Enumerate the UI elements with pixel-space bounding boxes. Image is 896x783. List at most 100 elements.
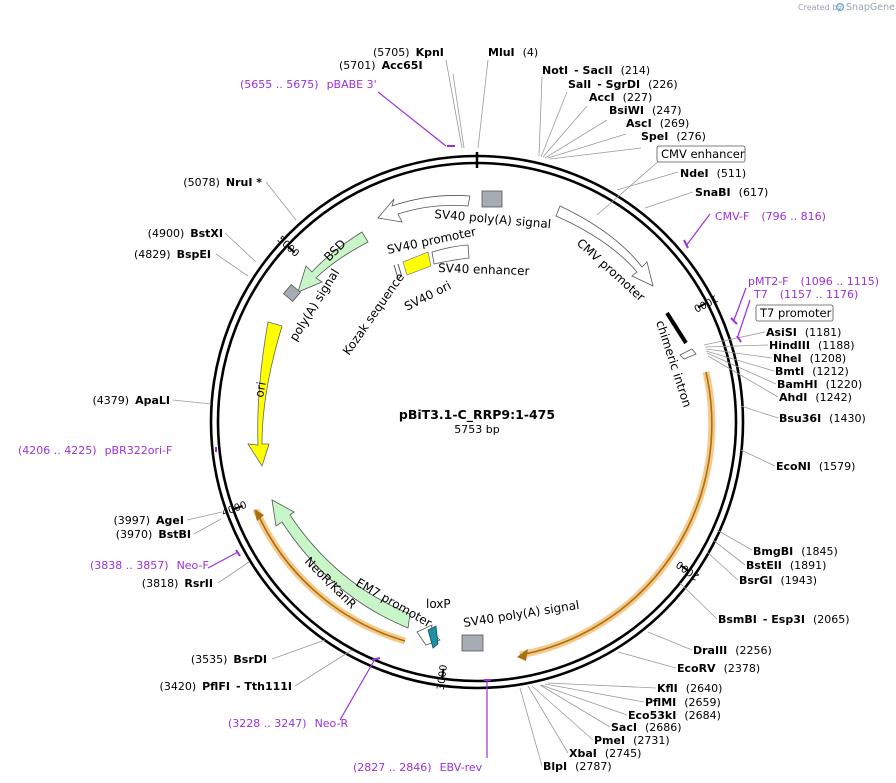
- tick-5000: [286, 245, 296, 254]
- site-pos: (2065): [813, 613, 850, 626]
- site-label-bsteii: BstEII(1891): [746, 559, 826, 572]
- label-chimeric-intron: chimeric intron: [653, 319, 694, 409]
- backbone-inner-ring: [216, 161, 738, 683]
- site-label-bstxi: (4900)BstXI: [148, 227, 223, 240]
- site-pos: (1430): [829, 412, 866, 425]
- label-sv40-polya-bottom: SV40 poly(A) signal: [462, 598, 580, 630]
- site-pos: (617): [739, 186, 769, 199]
- site-name: PmeI: [594, 734, 625, 747]
- tick-2000: [680, 564, 690, 572]
- site-label-noti: NotI- SacII(214): [542, 64, 650, 77]
- primer-range: (2827 .. 2846): [353, 761, 432, 774]
- site-label-bstbi: (3970)BstBI: [116, 528, 191, 541]
- site-name: KpnI: [416, 46, 444, 59]
- site-alt-name: - Tth111I: [236, 680, 292, 693]
- site-pos: (1181): [805, 326, 842, 339]
- plasmid-name: pBiT3.1-C_RRP9:1-475: [399, 407, 555, 423]
- site-label-bmgbi: BmgBI(1845): [753, 545, 838, 558]
- primer-range: (5655 .. 5675): [240, 78, 319, 91]
- site-name: BamHI: [777, 378, 818, 391]
- svg-text:T7 promoter: T7 promoter: [759, 306, 832, 320]
- site-pos: (4829): [134, 248, 171, 261]
- site-pos: (1242): [815, 391, 852, 404]
- boxed-label-t7-promoter: T7 promoter: [755, 304, 834, 322]
- site-label-bsiwi: BsiWI(247): [609, 104, 682, 117]
- snapgene-credit: Created by SnapGene: [798, 2, 895, 13]
- site-name: NruI *: [226, 176, 262, 189]
- primer-marks: [207, 91, 751, 758]
- site-name: MluI: [488, 46, 515, 59]
- site-name: BmtI: [775, 365, 804, 378]
- feature-sv40-enhancer: [402, 251, 432, 276]
- site-alt-name: - Esp3I: [763, 613, 805, 626]
- site-pos: (2787): [575, 760, 612, 773]
- primer-label-pbabe3: (5655 .. 5675)pBABE 3': [240, 78, 377, 91]
- site-pos: (2256): [735, 644, 772, 657]
- tick-label-1000: 1000: [692, 292, 720, 313]
- feature-sv40-promoter-top: [377, 195, 471, 223]
- site-pos: (269): [660, 117, 690, 130]
- site-name: HindIII: [769, 339, 810, 352]
- site-pos: (2640): [686, 682, 723, 695]
- feature-sv40-promoter-inner: [431, 244, 470, 265]
- site-pos: (1943): [780, 574, 817, 587]
- site-pos: (1579): [819, 460, 856, 473]
- plasmid-length: 5753 bp: [454, 423, 499, 436]
- site-label-ecorv: EcoRV(2378): [677, 662, 760, 675]
- primer-range: (3228 .. 3247): [228, 717, 307, 730]
- site-pos: (1891): [790, 559, 827, 572]
- primer-name: Neo-F: [177, 559, 209, 572]
- site-name: DraIII: [693, 644, 727, 657]
- feature-ori: [247, 321, 283, 467]
- site-name: AhdI: [779, 391, 807, 404]
- primer-label-t7: T7(1157 .. 1176): [753, 288, 858, 301]
- label-sv40-enhancer: SV40 enhancer: [438, 261, 530, 278]
- tick-1000: [697, 301, 708, 309]
- site-name: BsrDI: [233, 653, 267, 666]
- tick-3000: [441, 668, 445, 679]
- site-alt-name: - SgrDI: [597, 78, 640, 91]
- primer-label-pbr322orif: (4206 .. 4225)pBR322ori-F: [18, 444, 172, 457]
- feature-sv40-ori: [393, 263, 403, 279]
- site-name: BsrGI: [739, 574, 772, 587]
- site-name: NotI: [542, 64, 568, 77]
- site-label-blpi: BlpI(2787): [543, 760, 612, 773]
- site-label-bspei: (4829)BspEI: [134, 248, 211, 261]
- site-name: PflFI: [202, 680, 230, 693]
- site-label-ahdi: AhdI (1242): [779, 391, 852, 404]
- site-alt-name: - SacII: [574, 64, 612, 77]
- site-pos: (3420): [160, 680, 197, 693]
- site-label-eco53ki: Eco53kI(2684): [628, 709, 721, 722]
- site-label-sali: SalI- SgrDI(226): [568, 78, 678, 91]
- site-label-asisi: AsiSI(1181): [766, 326, 841, 339]
- orf-arrowhead-neo: [254, 509, 264, 521]
- site-pos: (1188): [818, 339, 855, 352]
- feature-shapes: [247, 190, 697, 652]
- label-loxp: loxP: [426, 597, 451, 611]
- feature-sv40-polya-top: [481, 190, 503, 208]
- label-kozak: Kozak sequence: [340, 270, 407, 357]
- site-label-spei: SpeI(276): [641, 130, 706, 143]
- site-pos: (1208): [810, 352, 847, 365]
- primer-name: EBV-rev: [440, 761, 483, 774]
- tick-label-2000: 2000: [674, 558, 701, 582]
- orf-line-right: [519, 371, 713, 656]
- site-name: AgeI: [156, 514, 184, 527]
- site-name: Bsu36I: [779, 412, 821, 425]
- site-label-bsmbi: BsmBI- Esp3I(2065): [718, 613, 850, 626]
- boxed-label-cmv-enhancer: CMV enhancer: [656, 145, 746, 163]
- orf-arrowhead-right: [517, 649, 528, 661]
- label-sv40-ori: SV40 ori: [402, 278, 453, 313]
- primer-label-cmvf: CMV-F(796 .. 816): [715, 210, 826, 223]
- credit-brand: SnapGene: [846, 2, 895, 13]
- site-label-bamhi: BamHI(1220): [777, 378, 862, 391]
- site-name: AccI: [589, 91, 615, 104]
- feature-chimeric-intron: [665, 311, 688, 345]
- site-name: BsiWI: [609, 104, 644, 117]
- site-pos: (227): [623, 91, 653, 104]
- feature-sv40-polya-bottom: [461, 634, 484, 652]
- site-label-snabi: SnaBI(617): [695, 186, 768, 199]
- site-pos: (3997): [113, 514, 150, 527]
